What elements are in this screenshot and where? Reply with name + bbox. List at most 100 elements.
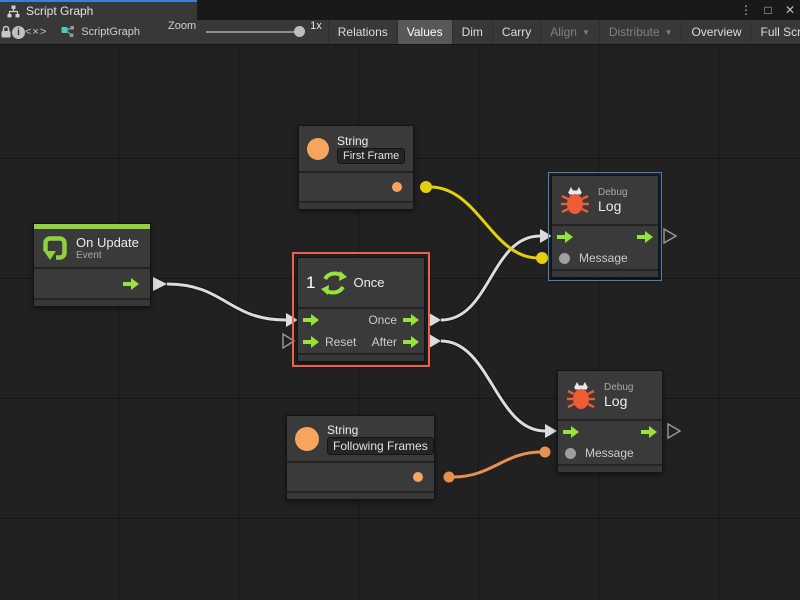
on-update-loop-icon xyxy=(43,236,67,260)
connection-onupdate-once[interactable] xyxy=(166,282,287,322)
dim-button[interactable]: Dim xyxy=(451,20,492,44)
node-category: Debug xyxy=(604,381,634,393)
maximize-icon[interactable]: □ xyxy=(764,3,772,17)
node-footer xyxy=(298,353,424,361)
bug-icon xyxy=(567,382,595,409)
flow-output-port[interactable] xyxy=(637,230,653,243)
flow-input-port[interactable] xyxy=(303,314,319,326)
port-connection-dot[interactable] xyxy=(536,252,548,264)
string-value-field[interactable]: First Frame xyxy=(337,147,406,164)
flow-input-port[interactable] xyxy=(563,425,579,438)
bug-icon xyxy=(561,187,589,214)
node-divider xyxy=(558,419,662,421)
port-label-reset: Reset xyxy=(325,335,357,349)
once-cycle-icon xyxy=(321,270,348,295)
node-footer xyxy=(34,298,150,306)
node-string-following[interactable]: String Following Frames xyxy=(286,415,435,500)
value-output-port[interactable] xyxy=(392,182,402,192)
flow-output-port-after[interactable] xyxy=(403,336,419,348)
window-controls: ⋮ □ ✕ xyxy=(740,0,796,20)
port-connection-arrow[interactable] xyxy=(540,229,552,243)
node-footer xyxy=(552,269,658,277)
port-connection-arrow[interactable] xyxy=(429,313,441,327)
connection-string-message-bottom[interactable] xyxy=(452,450,542,479)
string-value-field[interactable]: Following Frames xyxy=(327,436,434,455)
zoom-slider-handle[interactable] xyxy=(294,26,306,37)
node-once[interactable]: 1 Once Once xyxy=(292,252,430,367)
flow-output-port[interactable] xyxy=(123,277,139,290)
tab-bar: Script Graph ⋮ □ ✕ xyxy=(0,0,800,20)
flow-output-port-once[interactable] xyxy=(403,314,419,326)
overview-button[interactable]: Overview xyxy=(681,20,750,44)
port-connection-arrow[interactable] xyxy=(153,277,167,291)
zoom-slider-track[interactable] xyxy=(206,26,306,37)
node-debug-log-bottom[interactable]: Debug Log Message xyxy=(557,370,663,473)
message-input-port[interactable] xyxy=(565,447,576,459)
node-title: Log xyxy=(604,392,628,409)
node-divider xyxy=(298,307,424,309)
graph-canvas[interactable]: On Update Event String First Frame xyxy=(0,45,800,600)
once-counter: 1 xyxy=(306,272,316,292)
graph-tab-icon xyxy=(7,5,20,17)
port-label-once: Once xyxy=(368,313,397,327)
node-divider xyxy=(552,224,658,226)
align-button[interactable]: Align ▼ xyxy=(540,20,599,44)
node-footer xyxy=(299,201,413,209)
info-button[interactable]: i xyxy=(12,20,25,44)
node-footer xyxy=(287,491,434,499)
zoom-slider[interactable] xyxy=(206,20,306,44)
connection-once-debugtop[interactable] xyxy=(440,234,541,322)
flow-input-port-reset[interactable] xyxy=(303,336,319,348)
node-on-update[interactable]: On Update Event xyxy=(33,223,151,307)
port-connection-arrow[interactable] xyxy=(429,334,441,348)
string-type-icon xyxy=(307,137,329,160)
unconnected-port-triangle[interactable] xyxy=(663,227,678,245)
value-output-port[interactable] xyxy=(413,472,423,482)
unconnected-port-triangle[interactable] xyxy=(282,332,296,350)
tab-title: Script Graph xyxy=(26,4,94,18)
connection-once-debugbottom[interactable] xyxy=(440,339,546,433)
node-subtitle: Event xyxy=(76,250,102,261)
carry-button[interactable]: Carry xyxy=(491,20,540,44)
connection-string-message-top[interactable] xyxy=(429,185,539,260)
code-preview-icon: <×> xyxy=(25,26,48,38)
node-debug-log-top[interactable]: Debug Log Message xyxy=(548,172,662,281)
connections-layer xyxy=(153,181,682,483)
node-title: Log xyxy=(598,197,622,214)
message-input-port[interactable] xyxy=(559,252,570,264)
graph-breadcrumb[interactable]: ScriptGraph xyxy=(61,20,140,44)
flow-input-port[interactable] xyxy=(557,230,573,243)
relations-button[interactable]: Relations xyxy=(327,20,397,44)
lock-button[interactable] xyxy=(0,20,12,44)
port-connection-dot[interactable] xyxy=(443,471,455,483)
graph-name-label: ScriptGraph xyxy=(81,26,140,38)
port-label-message: Message xyxy=(585,446,634,460)
unconnected-port-triangle[interactable] xyxy=(667,422,682,440)
distribute-button[interactable]: Distribute ▼ xyxy=(598,20,682,44)
values-button[interactable]: Values xyxy=(396,20,452,44)
port-label-after: After xyxy=(371,335,397,349)
toolbar-modes: Relations Values Dim Carry Align ▼ Distr… xyxy=(327,20,800,44)
node-string-first[interactable]: String First Frame xyxy=(298,125,414,210)
string-type-icon xyxy=(295,426,319,451)
lock-icon xyxy=(1,25,11,38)
port-connection-arrow[interactable] xyxy=(286,313,298,327)
close-icon[interactable]: ✕ xyxy=(784,3,796,17)
flow-output-port[interactable] xyxy=(641,425,657,438)
zoom-label: Zoom xyxy=(167,20,197,32)
node-category: Debug xyxy=(598,186,628,198)
port-connection-dot[interactable] xyxy=(539,446,551,458)
zoom-value: 1x xyxy=(310,20,322,32)
port-label-message: Message xyxy=(579,251,628,265)
window-menu-icon[interactable]: ⋮ xyxy=(740,3,752,17)
graph-toolbar: i <×> ScriptGraph Zoom 1x Relations xyxy=(0,20,800,45)
tab-script-graph[interactable]: Script Graph xyxy=(0,0,197,20)
full-screen-button[interactable]: Full Screen xyxy=(750,20,800,44)
port-connection-dot[interactable] xyxy=(420,181,432,193)
node-title: Once xyxy=(353,275,385,290)
port-connection-arrow[interactable] xyxy=(545,424,557,438)
node-divider xyxy=(287,461,434,463)
node-divider xyxy=(299,171,413,173)
code-preview-button[interactable]: <×> xyxy=(25,20,47,44)
